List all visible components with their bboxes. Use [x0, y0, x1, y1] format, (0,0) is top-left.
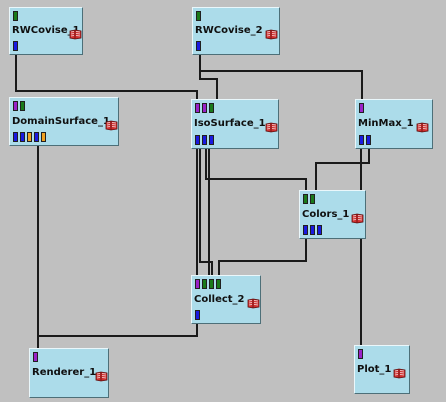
- module-renderer1[interactable]: Renderer_1: [29, 348, 109, 398]
- module-colors1[interactable]: Colors_1: [299, 190, 366, 239]
- output-port[interactable]: [34, 132, 39, 142]
- input-port[interactable]: [33, 352, 38, 362]
- wire-rwcovise2-isosurface: [199, 55, 218, 102]
- input-port[interactable]: [209, 103, 214, 113]
- module-name: Collect_2: [194, 293, 245, 305]
- input-port[interactable]: [196, 11, 201, 21]
- input-port[interactable]: [13, 11, 18, 21]
- wire-colors-collect: [218, 236, 307, 276]
- output-port[interactable]: [195, 310, 200, 320]
- input-port[interactable]: [13, 101, 18, 111]
- module-name: IsoSurface_1: [194, 118, 266, 129]
- output-port[interactable]: [310, 225, 315, 235]
- output-port[interactable]: [366, 135, 371, 145]
- output-port[interactable]: [27, 132, 32, 142]
- book-icon[interactable]: [265, 25, 278, 40]
- module-minmax1[interactable]: MinMax_1: [355, 99, 433, 149]
- module-rwcovise1[interactable]: RWCovise_1: [9, 7, 83, 55]
- module-name: RWCovise_1: [12, 25, 80, 36]
- module-name: RWCovise_2: [195, 25, 263, 36]
- module-name: Renderer_1: [32, 367, 97, 378]
- module-rwcovise2[interactable]: RWCovise_2: [192, 7, 280, 55]
- input-port[interactable]: [202, 279, 207, 289]
- output-port[interactable]: [317, 225, 322, 235]
- wire-collect-renderer: [37, 322, 198, 350]
- output-port[interactable]: [359, 135, 364, 145]
- book-icon[interactable]: [105, 116, 118, 130]
- output-port[interactable]: [196, 41, 201, 51]
- wire-isosurface-colors: [205, 142, 307, 191]
- book-icon[interactable]: [95, 367, 108, 382]
- input-port[interactable]: [359, 103, 364, 113]
- book-icon[interactable]: [69, 25, 82, 40]
- wire-rwcovise1-domainsurface: [15, 51, 198, 285]
- wire-domainsurface-renderer: [37, 144, 198, 337]
- input-port[interactable]: [310, 194, 315, 204]
- output-port[interactable]: [41, 132, 46, 142]
- output-port[interactable]: [195, 135, 200, 145]
- input-port[interactable]: [20, 101, 25, 111]
- output-port[interactable]: [209, 135, 214, 145]
- output-port[interactable]: [303, 225, 308, 235]
- input-port[interactable]: [358, 349, 363, 359]
- input-port[interactable]: [195, 103, 200, 113]
- module-domainsurface1[interactable]: DomainSurface_1: [9, 97, 119, 146]
- output-port[interactable]: [202, 135, 207, 145]
- input-port[interactable]: [202, 103, 207, 113]
- book-icon[interactable]: [393, 364, 406, 378]
- input-port[interactable]: [195, 279, 200, 289]
- output-port[interactable]: [13, 132, 18, 142]
- output-port[interactable]: [20, 132, 25, 142]
- book-icon[interactable]: [351, 209, 364, 223]
- output-port[interactable]: [13, 41, 18, 51]
- book-icon[interactable]: [265, 118, 278, 133]
- module-collect2[interactable]: Collect_2: [191, 275, 261, 324]
- input-port[interactable]: [303, 194, 308, 204]
- input-port[interactable]: [209, 279, 214, 289]
- module-name: Colors_1: [302, 208, 350, 220]
- module-name: Plot_1: [357, 363, 392, 375]
- book-icon[interactable]: [247, 294, 260, 308]
- module-name: DomainSurface_1: [12, 115, 110, 127]
- module-plot1[interactable]: Plot_1: [354, 345, 410, 394]
- input-port[interactable]: [216, 279, 221, 289]
- wire-rwcovise2-minmax: [199, 55, 363, 102]
- book-icon[interactable]: [416, 118, 429, 133]
- wire-isosurface-collect-a: [199, 142, 213, 276]
- module-isosurface1[interactable]: IsoSurface_1: [191, 99, 279, 149]
- module-name: MinMax_1: [358, 118, 414, 129]
- wire-minmax-colors: [315, 147, 370, 191]
